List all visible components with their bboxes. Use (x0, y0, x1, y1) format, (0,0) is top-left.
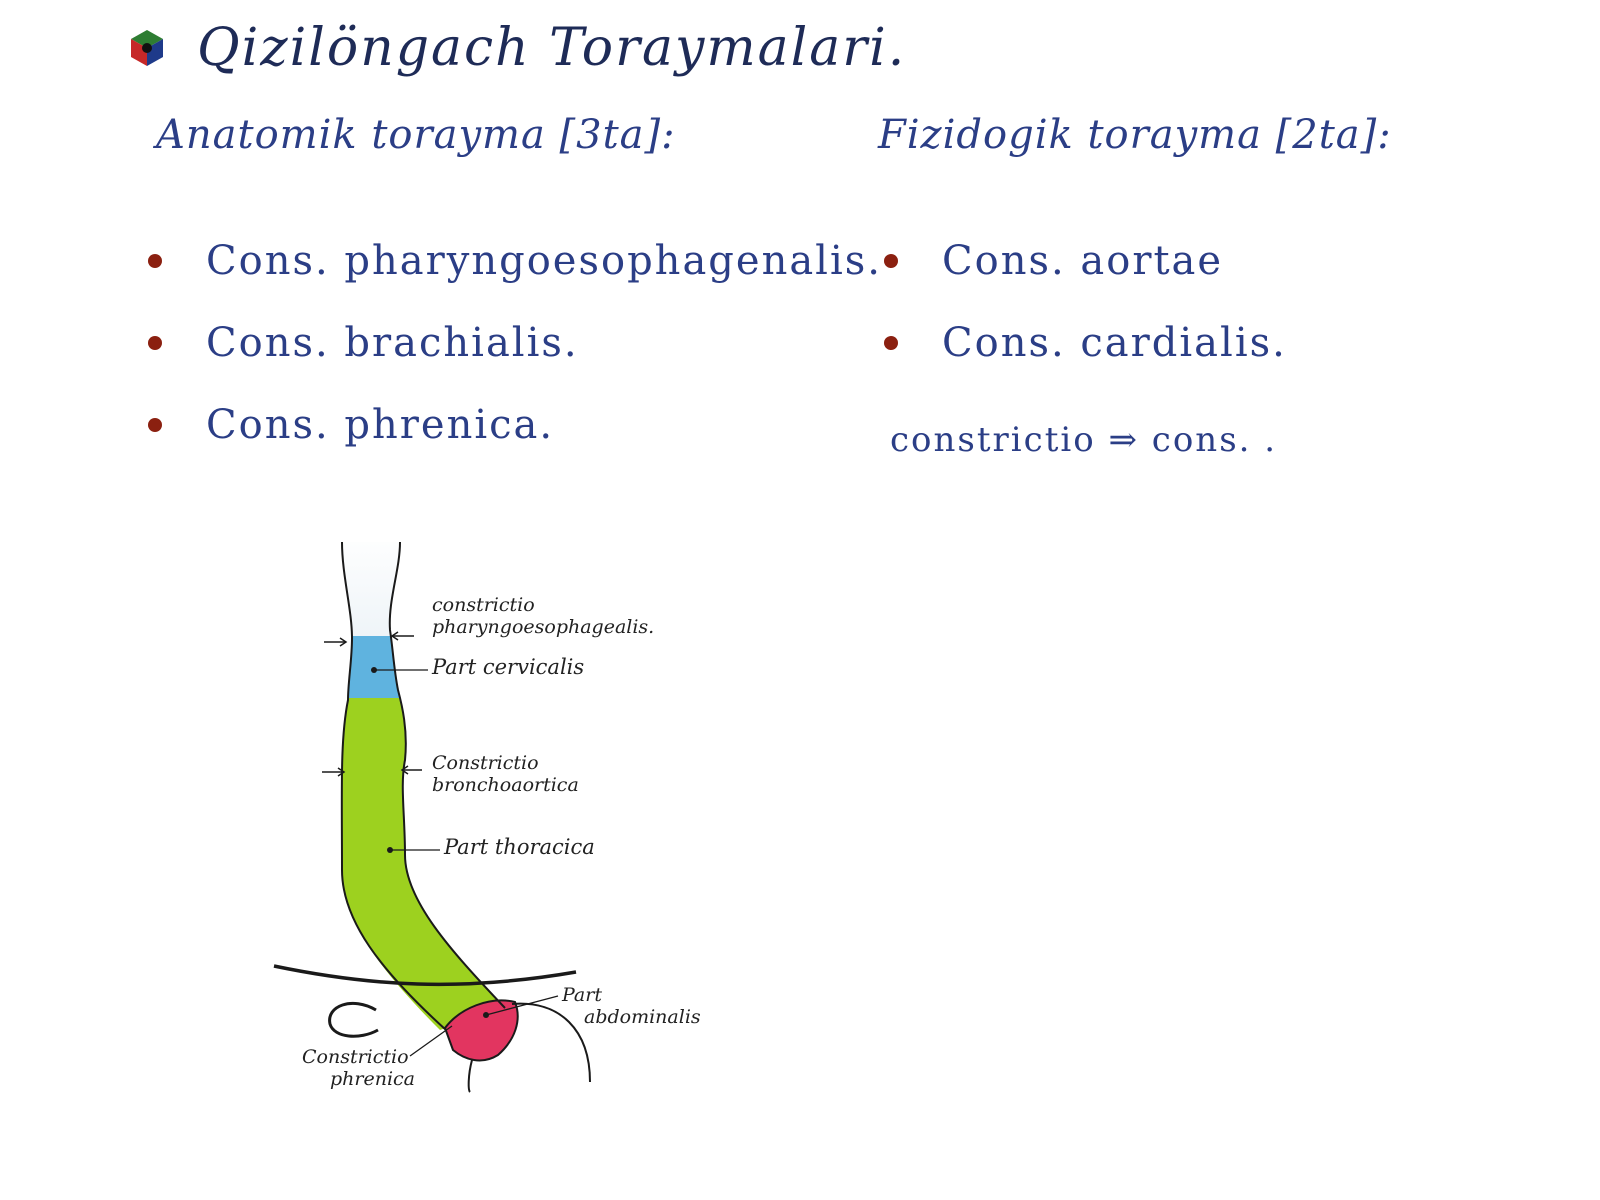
list-item-text: Cons. phrenica. (206, 402, 555, 448)
title-row: Qizilöngach Toraymalari. (125, 8, 906, 88)
list-item: Cons. pharyngoesophagenalis. (148, 220, 882, 302)
thoracic-part-fill (341, 698, 506, 1030)
cervical-pointer-dot (371, 667, 377, 673)
list-item-text: Cons. aortae (942, 238, 1224, 284)
esophagus-diagram: constrictio pharyngoesophagealis. Part c… (260, 530, 730, 1130)
cube-bullet-icon (131, 30, 163, 66)
bullet-dot-icon (884, 254, 898, 268)
bullet-dot-icon (148, 254, 162, 268)
page-title: Qizilöngach Toraymalari. (197, 18, 907, 78)
physiological-section: Fizidogik torayma [2ta]: Cons. aortae Co… (878, 112, 1392, 384)
cervical-part-fill (341, 636, 440, 700)
bullet-dot-icon (148, 418, 162, 432)
label-line: abdominalis (584, 1006, 701, 1028)
abbreviation-note: constrictio ⇒ cons. . (890, 420, 1278, 460)
label-line: pharyngoesophagealis. (432, 616, 655, 638)
label-line: bronchoaortica (432, 774, 579, 796)
aortic-arch-outline (328, 1001, 379, 1038)
anatomical-list: Cons. pharyngoesophagenalis. Cons. brach… (148, 220, 882, 466)
anatomical-section: Anatomik torayma [3ta]: Cons. pharyngoes… (148, 112, 882, 466)
esophagus-left-wall (340, 541, 447, 1031)
label-line: Constrictio (302, 1046, 409, 1068)
diaphragm-line (273, 964, 577, 987)
list-item: Cons. cardialis. (884, 302, 1392, 384)
bullet-dot-icon (148, 336, 162, 350)
anatomical-heading: Anatomik torayma [3ta]: (156, 112, 676, 158)
label-line: Part (562, 984, 602, 1006)
pharyngeal-region (341, 542, 440, 640)
list-item: Cons. aortae (884, 220, 1392, 302)
label-constrictio-pharyngoesophagealis: constrictio pharyngoesophagealis. (432, 594, 654, 638)
arrow-right-icon (324, 637, 348, 647)
physiological-list: Cons. aortae Cons. cardialis. (884, 220, 1392, 384)
arrow-left-icon (400, 765, 422, 775)
physiological-heading: Fizidogik torayma [2ta]: (878, 112, 1392, 158)
label-line: phrenica (330, 1068, 416, 1090)
label-line: constrictio (432, 594, 535, 616)
thoracic-pointer-dot (387, 847, 393, 853)
esophagus-right-wall (388, 541, 506, 1009)
label-constrictio-phrenica: Constrictio phrenica (302, 1046, 415, 1090)
list-item-text: Cons. pharyngoesophagenalis. (206, 238, 882, 284)
leader-lines (374, 669, 559, 1057)
esophagus-drawing (273, 541, 591, 1093)
list-item-text: Cons. cardialis. (942, 320, 1287, 366)
stomach-inner-outline (467, 1059, 473, 1093)
list-item-text: Cons. brachialis. (206, 320, 579, 366)
label-line: Constrictio (432, 752, 539, 774)
label-part-thoracica: Part thoracica (444, 835, 595, 859)
abdominal-pointer-dot (483, 1012, 489, 1018)
list-item: Cons. phrenica. (148, 384, 882, 466)
abdominal-part-fill (443, 999, 519, 1062)
label-part-cervicalis: Part cervicalis (432, 655, 585, 679)
arrow-right-icon (322, 767, 346, 777)
list-item: Cons. brachialis. (148, 302, 882, 384)
label-part-abdominalis: Part abdominalis (562, 984, 701, 1028)
bullet-dot-icon (884, 336, 898, 350)
arrow-left-icon (390, 631, 414, 641)
label-constrictio-bronchoaortica: Constrictio bronchoaortica (432, 752, 579, 796)
